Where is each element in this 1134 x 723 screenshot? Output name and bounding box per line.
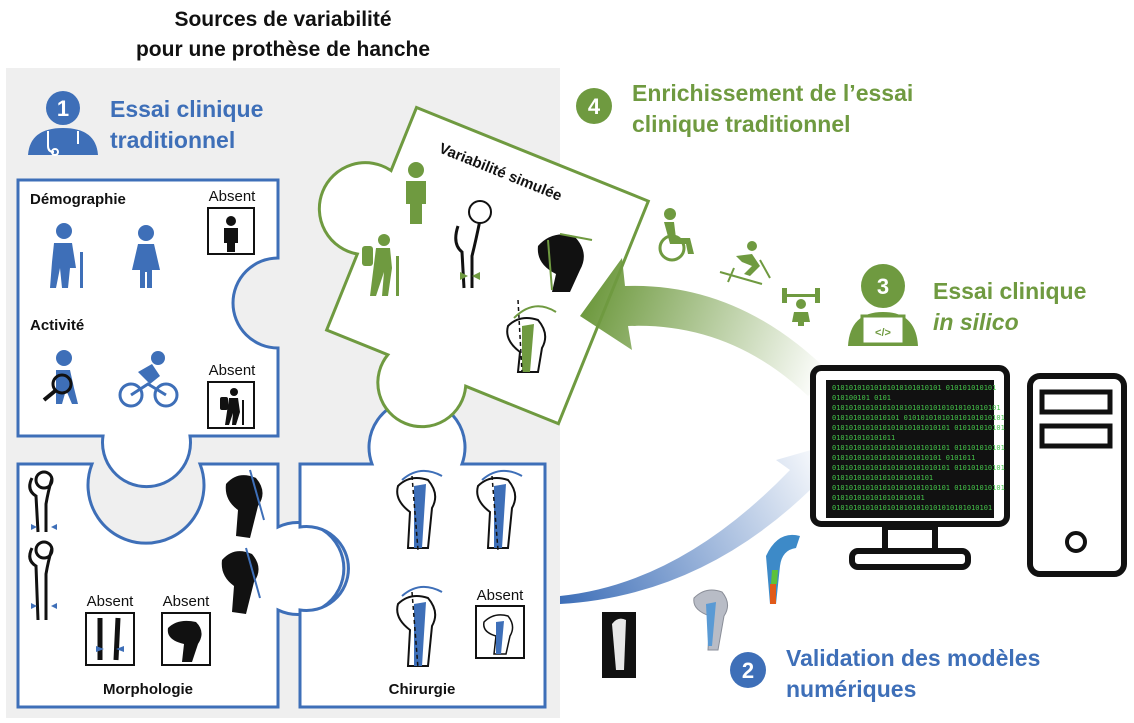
standing-person-icon [406, 162, 426, 224]
code-line: 010101010101010101010101 [832, 474, 933, 482]
absent-label-morpho-1: Absent [87, 593, 135, 610]
implant-femur-icon [396, 469, 443, 551]
implant-femur-icon [506, 299, 557, 373]
label-morphologie: Morphologie [103, 681, 193, 698]
step2-number: 2 [742, 658, 754, 683]
hiker-icon [220, 388, 244, 425]
femur-model-icon [693, 589, 728, 651]
code-line: 01010101010101010101010101 0101011 [832, 454, 975, 462]
code-line: 010100101 0101 [832, 394, 891, 402]
code-line: 0101010101010101010101 [832, 494, 925, 502]
step1-title-line1: Essai clinique [110, 96, 263, 122]
angle-marker-icon [96, 646, 124, 652]
code-line: 01010101010101010101010101010101010101 [832, 504, 992, 512]
absent-box-morpho-1 [85, 612, 135, 666]
wheelchair-icon [658, 208, 694, 262]
skier-icon [719, 241, 771, 285]
step2-title-line1: Validation des modèles [786, 645, 1040, 671]
code-line: 010101010101011 [832, 434, 895, 442]
arrow-green [580, 258, 832, 396]
code-line: 01010101010101010101010101 010101010101 [832, 384, 996, 392]
absent-label-activite: Absent [209, 362, 257, 379]
hiker-icon [362, 234, 399, 296]
screen-code: 01010101010101010101010101 010101010101 0… [832, 384, 1005, 512]
femur-shaft-icon [97, 617, 121, 661]
axis-line [245, 547, 261, 599]
code-symbol-icon: </> [875, 327, 891, 339]
step4-title-line1: Enrichissement de l’essai [632, 80, 913, 106]
computer-icon [810, 365, 1010, 570]
implant-femur-icon [476, 469, 523, 551]
black-femur-head-icon [167, 620, 202, 662]
label-demographie: Démographie [30, 191, 126, 208]
step1-number: 1 [57, 96, 69, 121]
walker-magnifier-icon [42, 350, 78, 404]
angle-marker-icon [31, 524, 57, 609]
doctor-icon [28, 91, 98, 156]
step4-badge [576, 88, 612, 124]
code-line: 0101010101010101010101010101010101010101 [832, 404, 1001, 412]
code-line: 0101010101010101010101010101 01010101010… [832, 484, 1005, 492]
coder-icon [848, 264, 918, 346]
xray-image [602, 612, 636, 678]
arrow-blue [560, 440, 846, 604]
step4-title-line2: clinique traditionnel [632, 111, 851, 137]
implant-stem-icon [496, 621, 504, 654]
elderly-person-icon [50, 223, 83, 288]
code-line: 0101010101010101 01010101010101010101010… [832, 414, 1005, 422]
puzzle-piece-variabilite [317, 105, 651, 429]
diagram-title-line1: Sources de variabilité [174, 8, 391, 31]
black-femur-icon [221, 475, 263, 614]
code-line: 0101010101010101010101010101 01010101010… [832, 464, 1005, 472]
implant-femur-icon [396, 585, 443, 669]
step1-title-line2: traditionnel [110, 127, 235, 153]
code-line: 0101010101010101010101010101 01010101010… [832, 424, 1005, 432]
step3-number: 3 [877, 274, 889, 299]
label-activite: Activité [30, 317, 84, 334]
standing-person-icon [224, 216, 238, 252]
absent-label-demographie: Absent [209, 188, 257, 205]
femur-icon [28, 470, 54, 621]
code-line: 0101010101010101010101010101 01010101010… [832, 444, 1005, 452]
absent-label-chirurgie: Absent [477, 587, 525, 604]
axis-line [249, 469, 265, 521]
absent-label-morpho-2: Absent [163, 593, 211, 610]
tower-icon [1027, 373, 1127, 577]
woman-icon [132, 225, 160, 288]
black-femur-icon [537, 233, 593, 292]
step3-title-line2: in silico [933, 309, 1019, 335]
cyclist-icon [118, 351, 179, 408]
weightlifter-icon [782, 288, 820, 326]
step3-title-line1: Essai clinique [933, 278, 1086, 304]
step2-badge [730, 652, 766, 688]
label-chirurgie: Chirurgie [389, 681, 456, 698]
step2-title-line2: numériques [786, 676, 916, 702]
femur-icon [454, 200, 492, 289]
implant-mesh-icon [766, 534, 800, 604]
diagram-title-line2: pour une prothèse de hanche [136, 38, 430, 61]
step4-number: 4 [588, 94, 601, 119]
